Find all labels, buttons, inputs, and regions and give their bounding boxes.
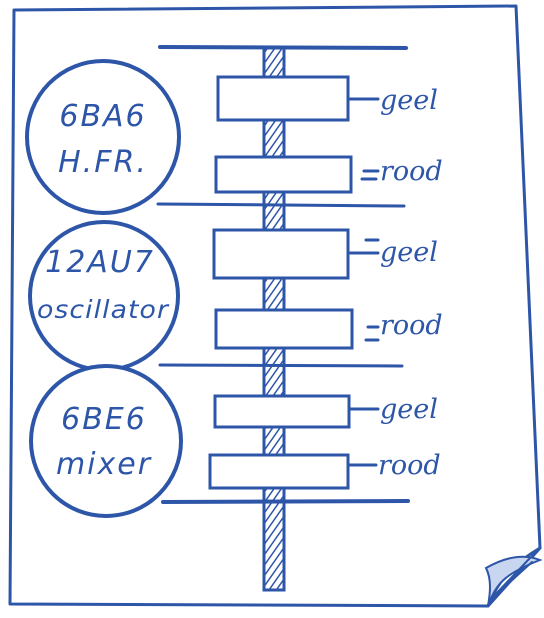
coil-2: rood xyxy=(214,155,443,194)
tube-function: H.FR. xyxy=(58,145,148,180)
tube-type: 6BE6 xyxy=(61,402,147,437)
coil-label: rood xyxy=(378,450,441,481)
tube-type: 6BA6 xyxy=(59,99,146,134)
separator-plate-top xyxy=(158,45,408,50)
page-curl-icon xyxy=(484,546,543,608)
tube-function: mixer xyxy=(56,447,152,482)
coil-body xyxy=(212,228,350,280)
coil-label: rood xyxy=(380,156,443,187)
coil-label: geel xyxy=(380,85,438,116)
separator-plate-2 xyxy=(158,363,404,368)
tube-function: oscillator xyxy=(37,295,170,324)
separator-plate-bottom xyxy=(161,499,410,504)
coil-label: geel xyxy=(380,394,438,425)
coil-3: geel xyxy=(212,228,438,280)
separator-plate-1 xyxy=(156,202,406,208)
coil-1: geel xyxy=(216,75,438,122)
coil-label: geel xyxy=(380,237,438,268)
tube-2: 12AU7 oscillator xyxy=(28,220,180,372)
tube-1: 6BA6 H.FR. xyxy=(25,59,181,215)
coil-body xyxy=(214,308,354,350)
coil-label: rood xyxy=(380,310,443,341)
tube-3: 6BE6 mixer xyxy=(29,364,183,518)
tube-type: 12AU7 xyxy=(45,245,155,280)
coil-6: rood xyxy=(208,450,441,490)
coil-body xyxy=(213,394,351,429)
coil-5: geel xyxy=(213,394,438,429)
tube-circle xyxy=(29,364,183,518)
coil-body xyxy=(214,155,353,194)
coil-body xyxy=(216,75,350,122)
tube-circle xyxy=(25,59,181,215)
separator-plates xyxy=(156,45,410,504)
page-border xyxy=(8,4,542,608)
coil-body xyxy=(208,453,350,490)
coil-4: rood xyxy=(214,308,443,350)
